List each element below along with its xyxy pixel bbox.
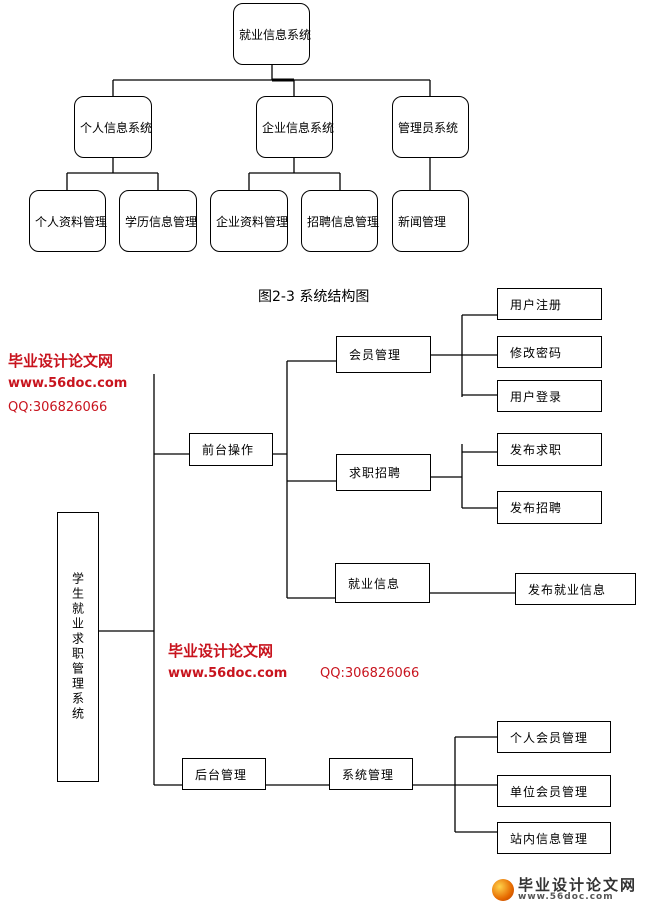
node-enterprise-info-system: 企业信息系统 <box>256 96 334 158</box>
node-enterprise-profile: 企业资料管理 <box>210 190 288 252</box>
watermark-url-2: www.56doc.com <box>168 666 288 681</box>
node-education-info: 学历信息管理 <box>119 190 197 252</box>
node-news: 新闻管理 <box>392 190 469 252</box>
node-post-recruitment: 发布招聘 <box>497 491 602 524</box>
node-employment-info: 就业信息 <box>335 563 430 603</box>
node-post-job-seeking: 发布求职 <box>497 433 602 466</box>
root-node: 就业信息系统 <box>233 3 311 65</box>
logo-ball-icon <box>492 879 514 901</box>
node-company-member-management: 单位会员管理 <box>497 775 611 807</box>
node-user-register: 用户注册 <box>497 288 602 320</box>
watermark-qq: QQ:306826066 <box>8 400 108 415</box>
node-recruit-info: 招聘信息管理 <box>301 190 379 252</box>
node-user-login: 用户登录 <box>497 380 602 412</box>
logo-site-name: 毕业设计论文网 <box>518 876 638 894</box>
node-personal-member-management: 个人会员管理 <box>497 721 611 753</box>
node-site-message-management: 站内信息管理 <box>497 822 611 854</box>
node-post-employment-info: 发布就业信息 <box>515 573 636 605</box>
site-logo: 毕业设计论文网 www.56doc.com <box>492 878 637 902</box>
node-personal-profile: 个人资料管理 <box>29 190 107 252</box>
node-job-recruit: 求职招聘 <box>336 454 431 491</box>
watermark-site-name-2: 毕业设计论文网 <box>168 642 274 660</box>
system-root-node: 学生就业求职管理系统 <box>57 512 99 782</box>
node-backend-management: 后台管理 <box>182 758 266 790</box>
figure-caption: 图2-3 系统结构图 <box>258 289 370 305</box>
node-front-operation: 前台操作 <box>189 433 273 466</box>
logo-url: www.56doc.com <box>518 892 614 902</box>
node-personal-info-system: 个人信息系统 <box>74 96 152 158</box>
watermark-url: www.56doc.com <box>8 376 128 391</box>
watermark-site-name: 毕业设计论文网 <box>8 352 114 370</box>
node-change-password: 修改密码 <box>497 336 602 368</box>
node-system-management: 系统管理 <box>329 758 413 790</box>
watermark-qq-2: QQ:306826066 <box>320 666 420 681</box>
node-admin-system: 管理员系统 <box>392 96 469 158</box>
node-member-management: 会员管理 <box>336 336 431 373</box>
